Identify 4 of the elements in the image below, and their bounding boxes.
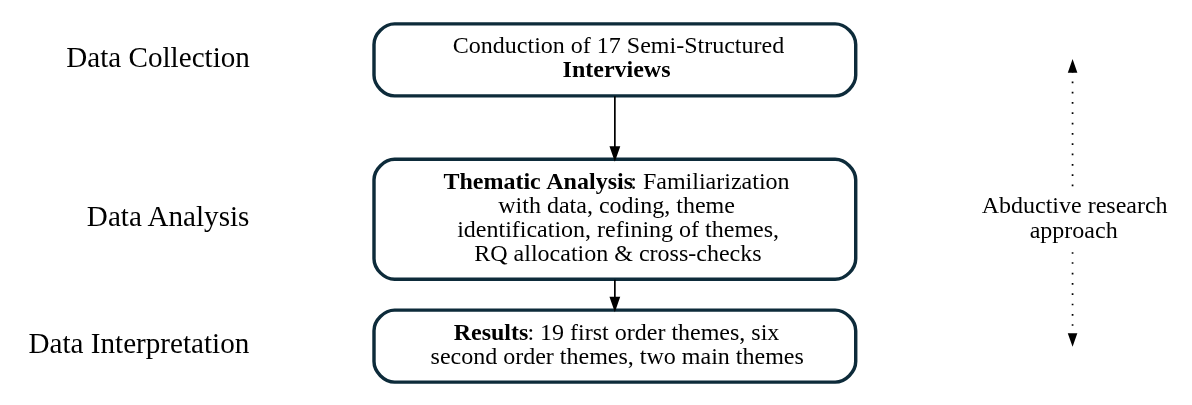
label: Data Analysis — [86, 199, 250, 232]
label: Data Collection — [66, 40, 250, 73]
label: Abductive research approach — [981, 191, 1168, 243]
label: Data Interpretation — [28, 326, 250, 359]
